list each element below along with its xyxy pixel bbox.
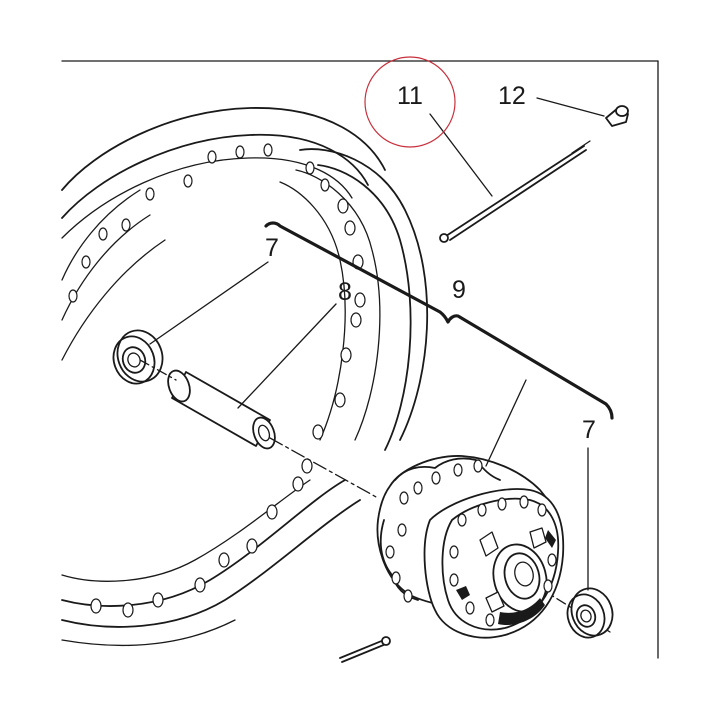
callout-12: 12 [498,82,526,110]
hub-assembly-bracket [264,221,614,420]
lower-spoke [339,636,391,663]
rim-spoke-holes [68,143,366,618]
wheel-rim [61,107,429,647]
callout-9: 9 [452,276,466,304]
spoke-nipple [605,105,629,127]
callout-7-right: 7 [582,416,596,444]
callout-7-left: 7 [265,234,279,262]
callout-11: 11 [397,82,423,110]
spacer-tube [167,369,276,450]
diagram-frame [61,60,659,659]
spoke [439,140,591,243]
callout-highlight-circle [364,56,456,148]
wheel-hub [376,455,565,639]
callout-8: 8 [338,278,352,306]
leader-lines [149,97,605,591]
bearing-right [566,587,614,639]
callout-labels: 11 12 7 8 9 7 [265,82,596,444]
bearing-left [112,329,164,385]
